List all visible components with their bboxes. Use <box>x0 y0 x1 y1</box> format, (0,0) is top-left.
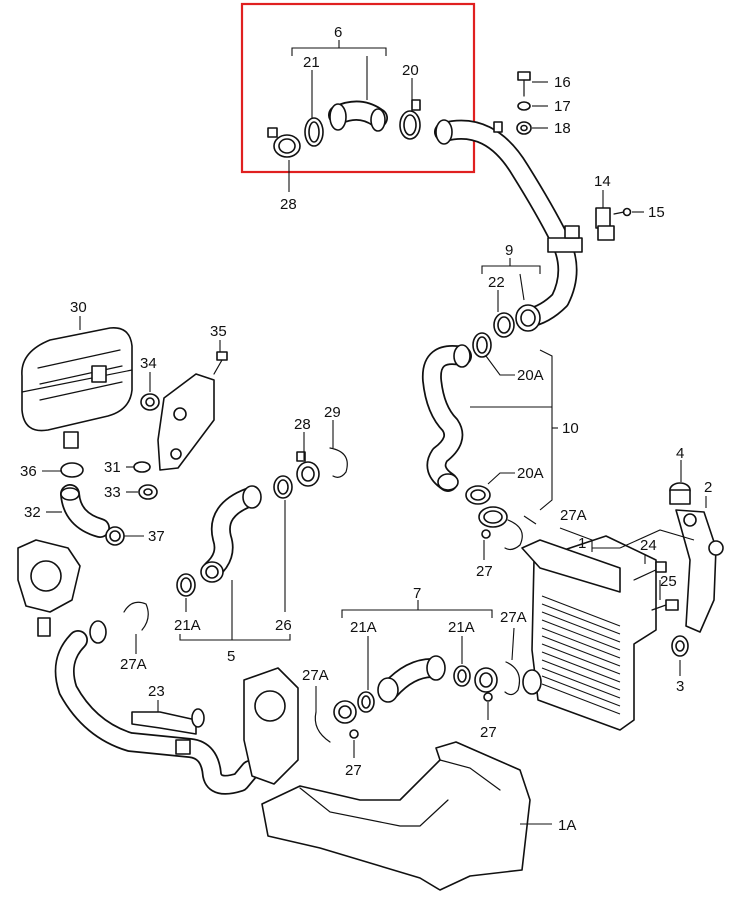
part-2-bracket[interactable] <box>675 509 724 633</box>
label-31: 31 <box>104 459 121 476</box>
label-16: 16 <box>554 74 571 91</box>
label-37: 37 <box>148 528 165 545</box>
label-5: 5 <box>227 648 235 665</box>
part-7-hose[interactable] <box>377 655 446 703</box>
part-29-spring-clip[interactable] <box>329 447 348 478</box>
label-28-top: 28 <box>280 196 297 213</box>
part-23-bracket[interactable] <box>131 708 205 755</box>
part-16-bolt[interactable] <box>517 71 531 97</box>
part-21A-ring-lower-left[interactable] <box>357 691 375 713</box>
part-24-pin[interactable] <box>633 561 667 581</box>
label-20A-upper: 20A <box>517 367 544 384</box>
part-22-ring[interactable] <box>493 312 515 338</box>
upper-charge-hose[interactable] <box>434 119 583 332</box>
part-27A-spring-clip-d[interactable] <box>504 661 521 696</box>
part-31-bracket[interactable] <box>157 373 215 471</box>
part-15-screw[interactable] <box>613 207 632 217</box>
label-27A-left: 27A <box>120 656 147 673</box>
label-26: 26 <box>275 617 292 634</box>
callout-labels: 6 21 20 28 16 17 18 14 15 9 22 20A 20A 1… <box>20 24 712 834</box>
part-26-ring[interactable] <box>273 475 293 499</box>
label-6: 6 <box>334 24 342 41</box>
part-4-mount[interactable] <box>669 482 691 505</box>
intercooler-fins <box>541 595 621 715</box>
label-27-upper: 27 <box>476 563 493 580</box>
label-29: 29 <box>324 404 341 421</box>
part-18-nut[interactable] <box>516 121 532 135</box>
part-3-grommet[interactable] <box>671 635 689 657</box>
part-32-hose[interactable] <box>60 484 110 538</box>
part-36-clamp[interactable] <box>60 462 84 478</box>
label-30: 30 <box>70 299 87 316</box>
part-35-bolt[interactable] <box>213 351 228 375</box>
label-33: 33 <box>104 484 121 501</box>
label-27A-lower-right: 27A <box>500 609 527 626</box>
part-20A-ring-upper[interactable] <box>472 332 492 358</box>
part-25-bolt[interactable] <box>651 599 679 611</box>
label-20A-lower: 20A <box>517 465 544 482</box>
part-21A-ring-lower-right[interactable] <box>453 665 471 687</box>
label-22: 22 <box>488 274 505 291</box>
label-28-mid: 28 <box>294 416 311 433</box>
label-1A: 1A <box>558 817 576 834</box>
part-27A-spring-clip-c[interactable] <box>314 711 331 743</box>
part-37-clamp[interactable] <box>105 526 125 546</box>
label-7: 7 <box>413 585 421 602</box>
label-2: 2 <box>704 479 712 496</box>
label-27-lower-left: 27 <box>345 762 362 779</box>
part-clamp-7-left[interactable] <box>333 700 359 739</box>
part-34-grommet[interactable] <box>140 393 160 411</box>
turbo-flange-pipe[interactable] <box>17 539 260 795</box>
part-31-washer[interactable] <box>133 461 151 473</box>
part-21-ring[interactable] <box>304 117 324 147</box>
label-32: 32 <box>24 504 41 521</box>
part-27A-spring-clip-b[interactable] <box>123 601 149 631</box>
label-27A-lower-left: 27A <box>302 667 329 684</box>
part-27A-spring-clip-a[interactable] <box>504 519 523 551</box>
label-3: 3 <box>676 678 684 695</box>
part-30-resonator[interactable] <box>21 327 133 449</box>
label-14: 14 <box>594 173 611 190</box>
label-15: 15 <box>648 204 665 221</box>
part-17-washer[interactable] <box>517 101 531 111</box>
highlight-box <box>240 2 476 174</box>
part-1-intercooler[interactable] <box>521 535 657 731</box>
label-21A-lower-right: 21A <box>448 619 475 636</box>
part-1A-air-duct[interactable] <box>261 741 531 891</box>
label-21: 21 <box>303 54 320 71</box>
part-clamp-7-right[interactable] <box>474 667 498 702</box>
label-21A-mid: 21A <box>174 617 201 634</box>
label-27-lower-right: 27 <box>480 724 497 741</box>
label-20: 20 <box>402 62 419 79</box>
label-4: 4 <box>676 445 684 462</box>
label-21A-lower-left: 21A <box>350 619 377 636</box>
part-6-hose-assembly[interactable] <box>328 100 388 132</box>
label-23: 23 <box>148 683 165 700</box>
part-10-hose[interactable] <box>421 344 472 492</box>
label-35: 35 <box>210 323 227 340</box>
label-17: 17 <box>554 98 571 115</box>
part-14-sensor[interactable] <box>595 207 615 241</box>
part-20-clamp[interactable] <box>399 99 421 140</box>
label-10: 10 <box>562 420 579 437</box>
label-27A-right-upper: 27A <box>560 507 587 524</box>
part-28-clamp-top[interactable] <box>267 127 301 158</box>
part-5-hose[interactable] <box>200 485 262 583</box>
label-34: 34 <box>140 355 157 372</box>
right-flange-plate[interactable] <box>243 667 299 785</box>
part-20A-ring-lower[interactable] <box>465 485 491 505</box>
part-clamp-10-lower[interactable] <box>478 506 508 539</box>
label-25: 25 <box>660 573 677 590</box>
part-33-grommet[interactable] <box>138 484 158 500</box>
leader-lines <box>42 40 707 825</box>
label-36: 36 <box>20 463 37 480</box>
label-9: 9 <box>505 242 513 259</box>
label-24: 24 <box>640 537 657 554</box>
label-1: 1 <box>578 535 586 552</box>
label-18: 18 <box>554 120 571 137</box>
part-21A-ring-mid[interactable] <box>176 573 196 597</box>
part-28-clamp-mid[interactable] <box>296 451 320 487</box>
